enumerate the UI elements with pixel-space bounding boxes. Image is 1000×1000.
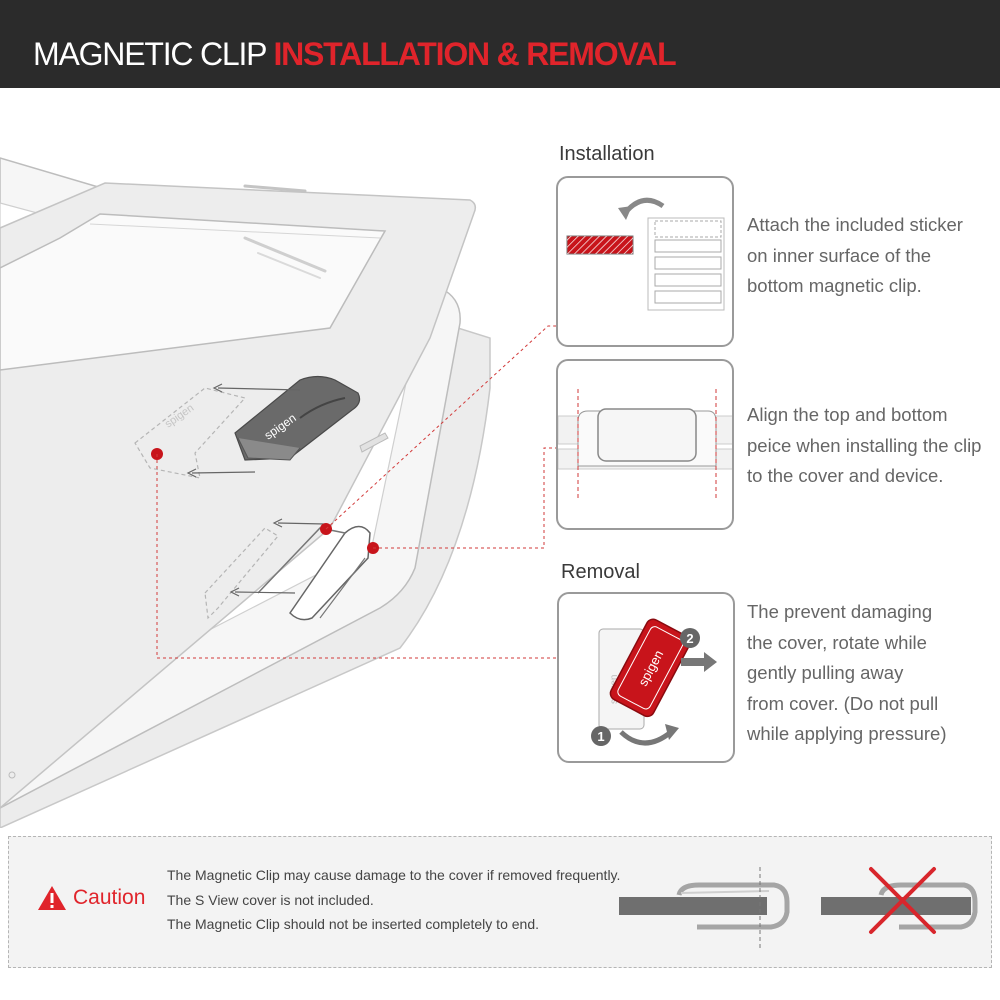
phone-case-drawing: spigen spigen	[0, 157, 556, 829]
phone-case-illustration: spigen spigen	[0, 88, 560, 829]
caution-line-2: The S View cover is not included.	[167, 891, 374, 908]
caution-line-3: The Magnetic Clip should not be inserted…	[167, 916, 539, 932]
page-header: MAGNETIC CLIP INSTALLATION & REMOVAL	[0, 0, 1000, 88]
caution-label: Caution	[37, 885, 145, 911]
caution-notes: The Magnetic Clip may cause damage to th…	[167, 863, 620, 937]
title-red-part: INSTALLATION & REMOVAL	[273, 36, 676, 72]
caution-line-1: The Magnetic Clip may cause damage to th…	[167, 867, 621, 883]
step-1-number: 1	[597, 729, 604, 744]
removal-label: Removal	[561, 561, 640, 583]
installation-step1-panel	[556, 176, 734, 347]
installation-step2-text: Align the top and bottom peice when inst…	[747, 404, 982, 486]
sticker-diagram	[566, 197, 725, 311]
red-x-icon	[869, 867, 936, 934]
removal-panel: spigen spigen 2 1	[557, 592, 735, 763]
rotate-arrow-icon	[619, 730, 673, 746]
installation-step2-panel	[556, 359, 734, 530]
caution-figures	[609, 857, 979, 958]
removal-text: The prevent damaging the cover, rotate w…	[747, 601, 947, 744]
removal-diagram: spigen spigen 2 1	[591, 618, 717, 746]
step-2-badge	[680, 628, 700, 648]
step-2-number: 2	[686, 631, 693, 646]
clip-insertion-diagrams	[619, 867, 978, 949]
warning-triangle-icon	[38, 886, 66, 910]
installation-label: Installation	[559, 143, 655, 165]
caution-title: Caution	[73, 886, 146, 909]
alignment-diagram	[558, 389, 732, 501]
caution-box: Caution The Magnetic Clip may cause dama…	[8, 836, 992, 968]
page-title: MAGNETIC CLIP INSTALLATION & REMOVAL	[33, 36, 677, 73]
step-1-badge	[591, 726, 611, 746]
right-arrow-icon	[681, 652, 717, 672]
title-white-part: MAGNETIC CLIP	[33, 36, 274, 72]
installation-step1-text: Attach the included sticker on inner sur…	[747, 214, 963, 296]
